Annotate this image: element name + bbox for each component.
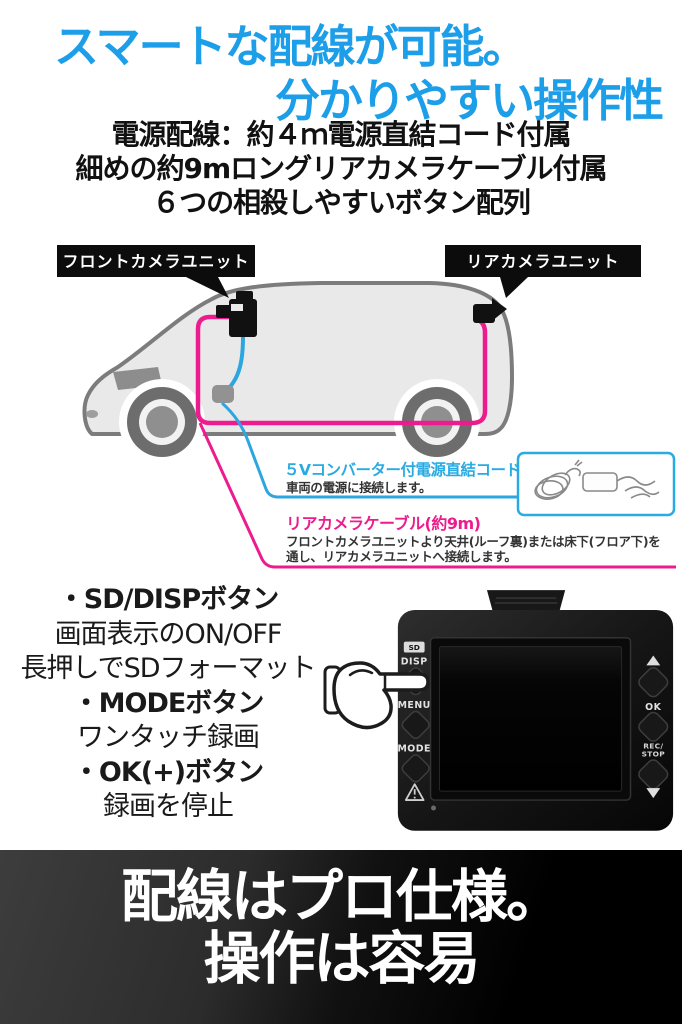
- rear-camera-label: リアカメラユニット: [445, 245, 641, 298]
- rec-stop-label-line2: STOP: [642, 750, 666, 759]
- rear-camera-unit: [473, 298, 507, 323]
- menu-button-label: MENU: [398, 700, 431, 711]
- ok-title: ・OK(+)ボタン: [72, 756, 264, 788]
- subhead: 電源配線：約４ｍ電源直結コード付属 細めの約9mロングリアカメラケーブル付属 ６…: [0, 118, 682, 220]
- sd-card-icon: SD: [403, 641, 425, 653]
- indicator-led: [431, 805, 436, 811]
- wiring-diagram: フロントカメラユニット リアカメラユニット ５Vコンバーター付電源直結コード 車…: [57, 245, 676, 569]
- front-camera-unit: [216, 291, 257, 337]
- up-arrow-icon: [646, 655, 661, 666]
- power-cord-callout-line: [221, 401, 518, 499]
- subhead-line2: 細めの約9mロングリアカメラケーブル付属: [75, 152, 608, 185]
- ok-line1: 録画を停止: [103, 791, 234, 822]
- up-button: [638, 667, 669, 698]
- subhead-line1: 電源配線：約４ｍ電源直結コード付属: [111, 118, 571, 151]
- dashcam-device: SD DISP MENU MODE OK REC/ STOP: [397, 590, 674, 831]
- screen: [438, 646, 623, 792]
- mode-button: [401, 754, 430, 783]
- front-camera-label: フロントカメラユニット: [57, 245, 255, 298]
- footer-banner: 配線はプロ仕様。 操作は容易: [0, 850, 682, 1024]
- sd-disp-line1: 画面表示のON/OFF: [54, 618, 283, 650]
- footer-line2: 操作は容易: [203, 926, 481, 992]
- mount-tab: [486, 590, 566, 612]
- menu-button: [401, 710, 430, 739]
- footer-line1: 配線はプロ仕様。: [121, 864, 563, 930]
- rec-stop-button: [638, 759, 669, 790]
- warning-icon: [404, 783, 425, 801]
- mode-button-label: MODE: [397, 744, 431, 755]
- power-cord-desc: 車両の電源に接続します。: [286, 480, 431, 495]
- rear-cable-desc1: フロントカメラユニットより天井(ルーフ裏)または床下(フロア下)を: [286, 534, 660, 549]
- power-cord-image: [516, 451, 676, 517]
- rec-stop-label-line1: REC/: [643, 742, 663, 751]
- mode-line1: ワンタッチ録画: [77, 722, 260, 753]
- power-cord-title: ５Vコンバーター付電源直結コード: [284, 460, 521, 479]
- ok-button-label: OK: [645, 702, 661, 713]
- fuse-connector: [212, 385, 234, 403]
- front-camera-label-text: フロントカメラユニット: [62, 252, 249, 271]
- sd-disp-line2: 長押しでSDフォーマット: [20, 653, 316, 684]
- headline-line1: スマートな配線が可能。: [54, 20, 528, 73]
- pointing-hand-icon: [323, 661, 430, 730]
- mode-title: ・MODEボタン: [72, 687, 265, 719]
- ok-button: [638, 711, 669, 742]
- rear-cable-callout-line: [198, 422, 676, 569]
- button-info: ・SD/DISPボタン 画面表示のON/OFF 長押しでSDフォーマット ・MO…: [0, 583, 336, 825]
- headline-line2: 分かりやすい操作性: [274, 74, 664, 127]
- rear-camera-cable-line: [195, 314, 488, 426]
- rear-cable-title: リアカメラケーブル(約9m): [286, 514, 480, 533]
- down-arrow-icon: [646, 788, 661, 799]
- car-illustration: [82, 281, 514, 465]
- svg-text:SD: SD: [408, 643, 419, 652]
- disp-button-label: DISP: [401, 656, 428, 667]
- rear-camera-label-text: リアカメラユニット: [466, 252, 619, 271]
- sd-disp-title: ・SD/DISPボタン: [57, 584, 279, 615]
- rear-cable-desc2: 通し、リアカメラユニットへ接続します。: [286, 549, 517, 564]
- subhead-line3: ６つの相殺しやすいボタン配列: [152, 186, 531, 219]
